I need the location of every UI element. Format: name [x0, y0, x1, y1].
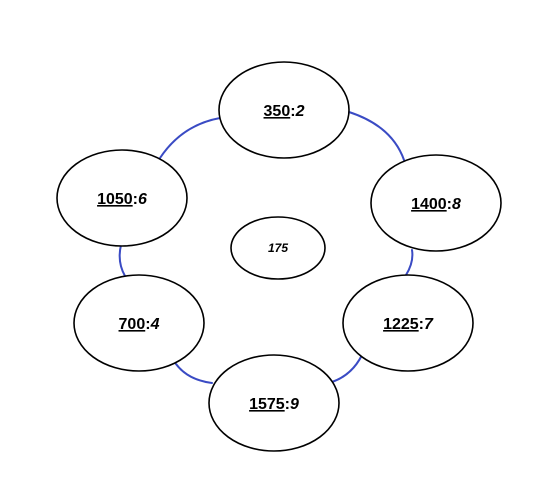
node-separator: :: [290, 103, 295, 120]
node-label: 1050:6: [97, 191, 147, 208]
ring-node-350: 350:2: [218, 61, 350, 159]
node-ellipse: [218, 61, 350, 159]
node-separator: :: [145, 316, 150, 333]
node-separator: :: [133, 191, 138, 208]
node-label: 1225:7: [383, 316, 434, 333]
ring-connections: [118, 111, 414, 384]
ring-node-1050: 1050:6: [56, 149, 188, 247]
node-index: 9: [290, 396, 299, 413]
node-ellipse: [370, 154, 502, 252]
node-value: 350: [264, 103, 291, 120]
node-label: 700:4: [119, 316, 160, 333]
ring-arc-700-1050: [118, 244, 126, 277]
center-label: 175: [268, 241, 288, 255]
ring-node-1225: 1225:7: [342, 274, 474, 372]
ring-node-700: 700:4: [73, 274, 205, 372]
node-ellipse: [208, 354, 340, 452]
node-separator: :: [447, 196, 452, 213]
ring-arc-1225-1575: [331, 354, 363, 383]
node-index: 7: [424, 316, 434, 333]
ring-arc-350-1400: [348, 111, 405, 161]
node-value: 1225: [383, 316, 419, 333]
node-value: 1400: [411, 196, 447, 213]
center-ellipse: [230, 216, 326, 280]
node-ellipse: [342, 274, 474, 372]
node-index: 2: [295, 103, 305, 120]
node-index: 6: [138, 191, 147, 208]
node-label: 350:2: [264, 103, 305, 120]
center-node: 175: [230, 216, 326, 280]
node-separator: :: [419, 316, 424, 333]
ring-arc-1050-350: [159, 117, 221, 159]
node-value: 700: [119, 316, 146, 333]
node-ellipse: [56, 149, 188, 247]
node-index: 4: [150, 316, 160, 333]
node-value: 1575: [249, 396, 285, 413]
ring-arc-1575-700: [175, 363, 213, 384]
node-label: 1575:9: [249, 396, 299, 413]
node-separator: :: [285, 396, 290, 413]
node-label: 1400:8: [411, 196, 461, 213]
node-ellipse: [73, 274, 205, 372]
node-value: 1050: [97, 191, 133, 208]
node-index: 8: [452, 196, 461, 213]
ring-node-1575: 1575:9: [208, 354, 340, 452]
ring-arc-1400-1225: [405, 249, 414, 276]
ring-node-1400: 1400:8: [370, 154, 502, 252]
